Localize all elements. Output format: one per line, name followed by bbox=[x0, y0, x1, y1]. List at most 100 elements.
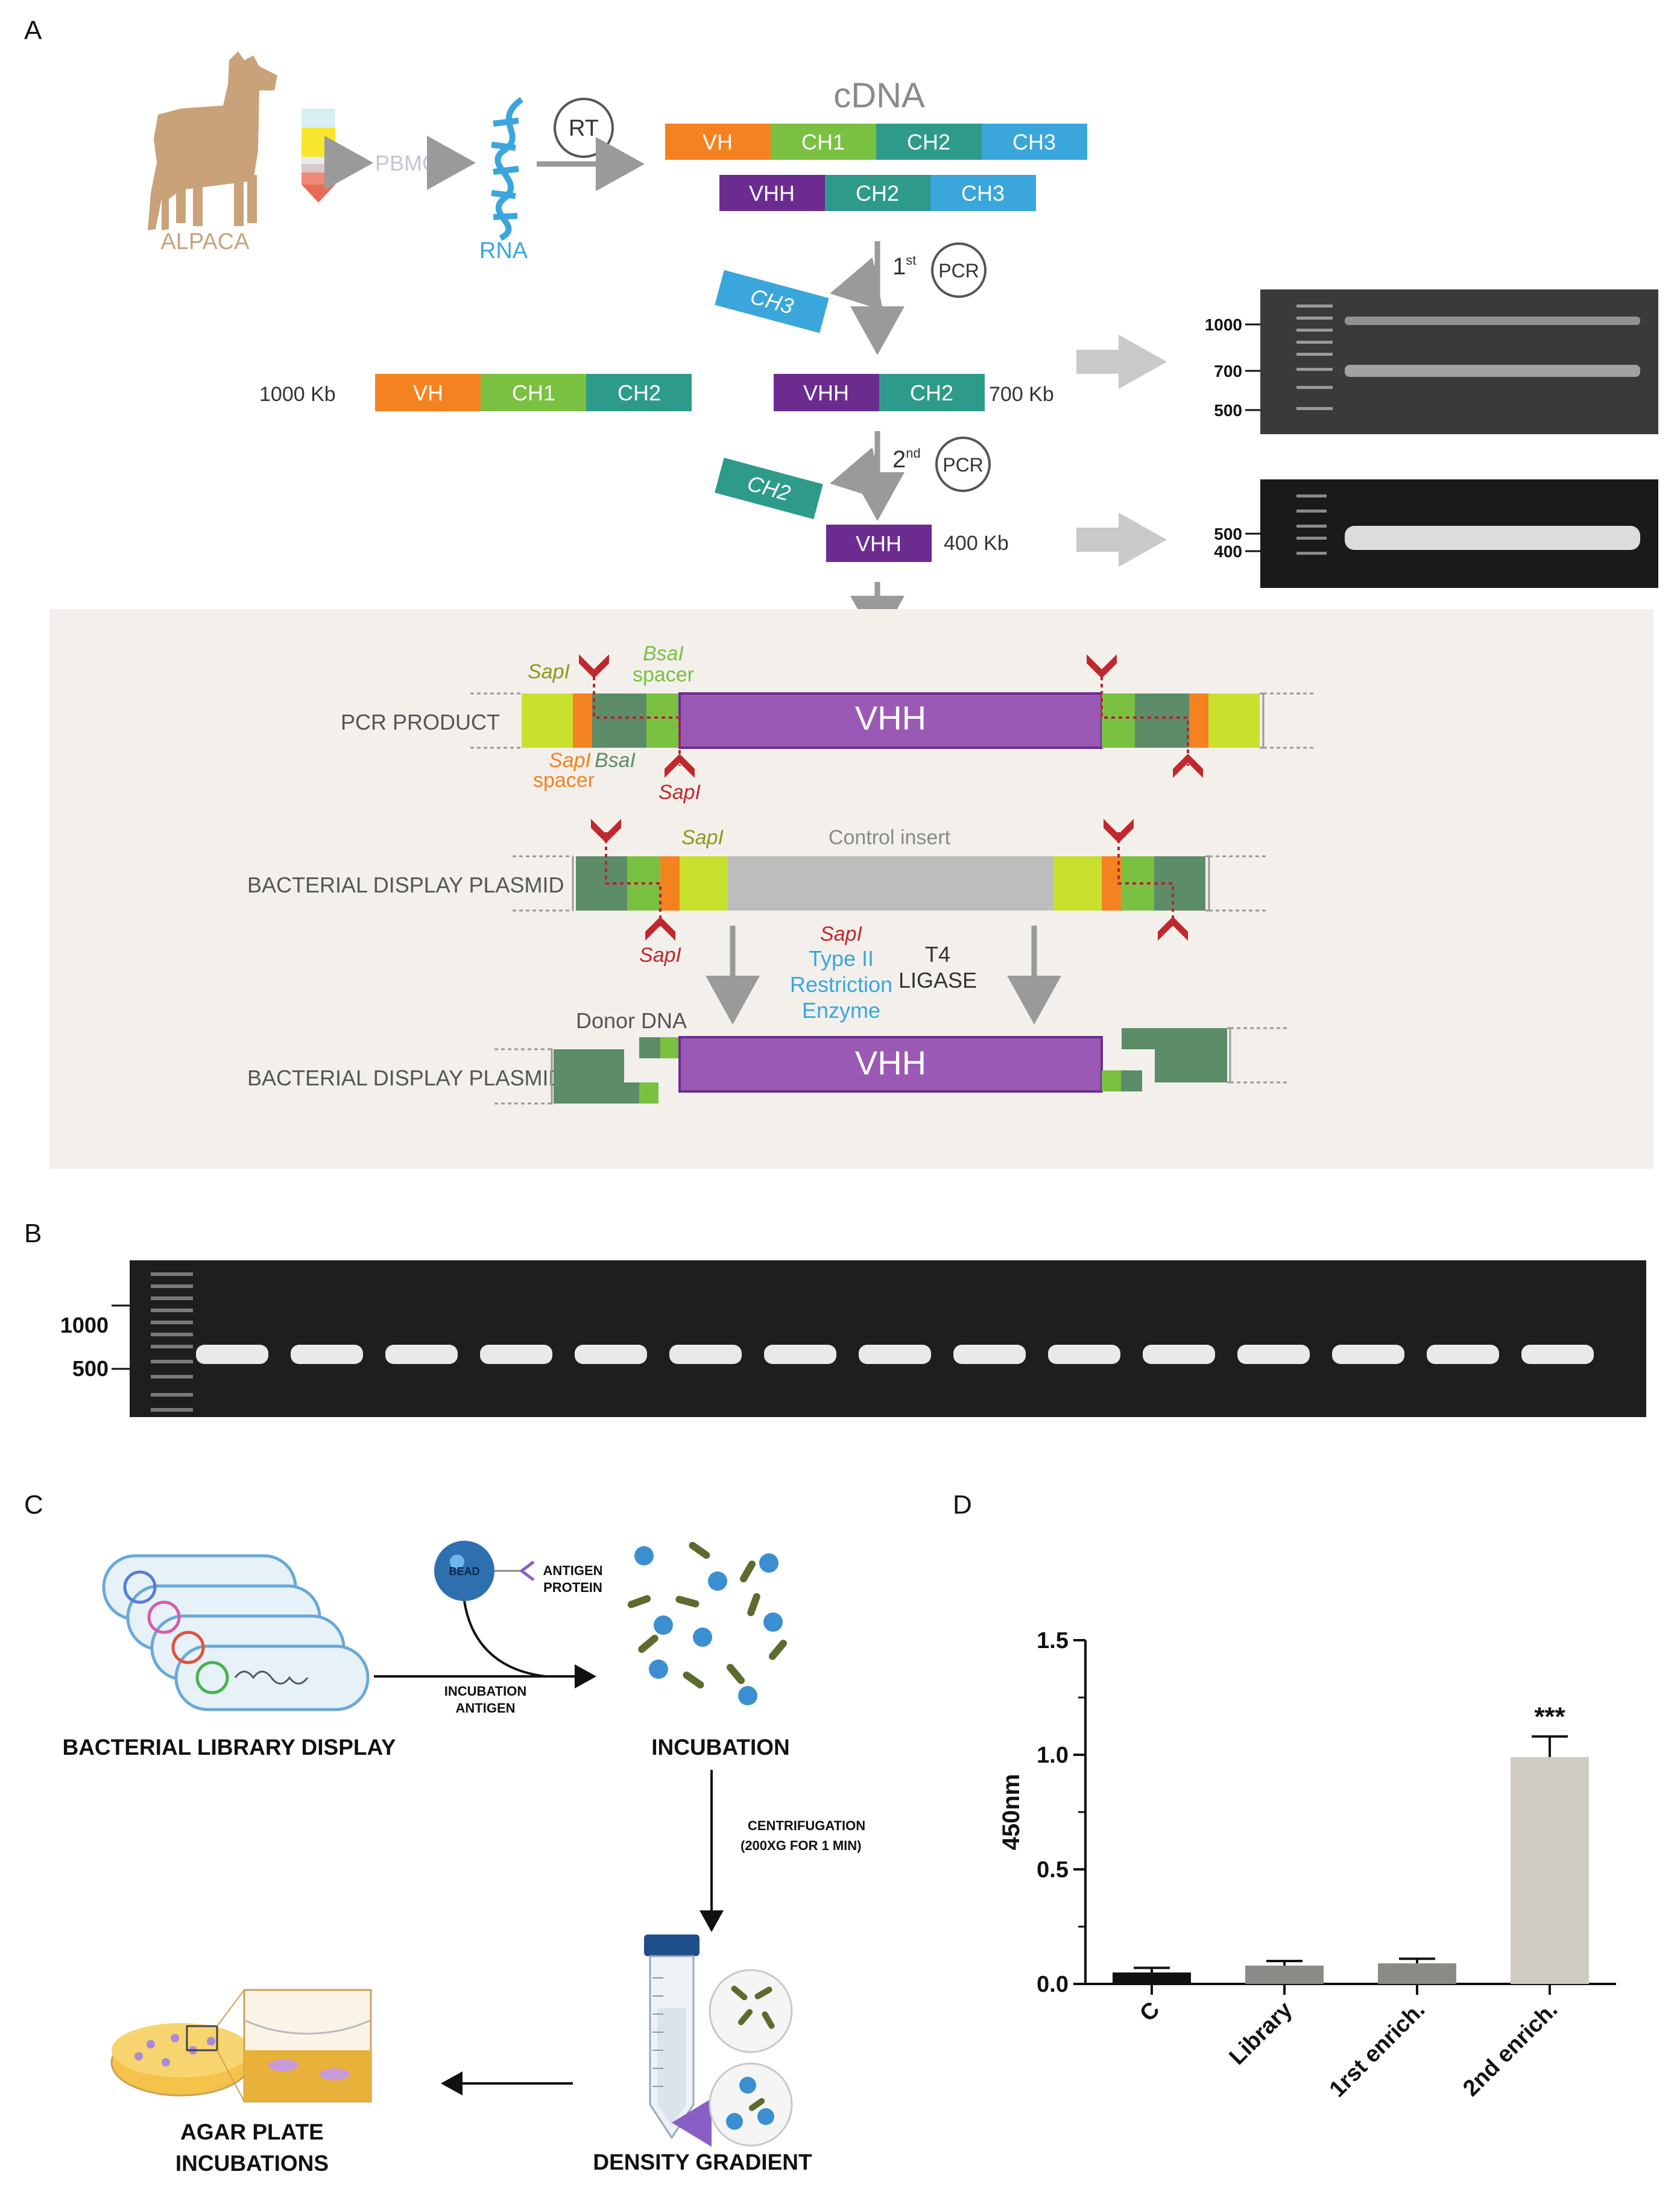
incubation-antigen-label-1: INCUBATION bbox=[444, 1684, 526, 1699]
gel-band bbox=[1237, 1345, 1310, 1364]
vhh-product-label: VHH bbox=[856, 531, 902, 556]
heavy-chain-bar: VH CH1 CH2 CH3 bbox=[665, 124, 1087, 160]
density-gradient-label: DENSITY GRADIENT bbox=[593, 2150, 812, 2174]
x-tick-label: C bbox=[1135, 1997, 1164, 2027]
donor-dna-label: Donor DNA bbox=[576, 1008, 687, 1033]
x-tick-label: 1rst enrich. bbox=[1325, 1997, 1430, 2103]
rt-label: RT bbox=[569, 116, 599, 141]
gel-band bbox=[859, 1345, 931, 1364]
cut-marker-icon bbox=[579, 654, 609, 678]
agar-label-1: AGAR PLATE bbox=[180, 2120, 324, 2144]
donor-vhh-label: VHH bbox=[855, 1044, 926, 1082]
centrifuge-tube-icon bbox=[644, 1934, 793, 2147]
y-tick-label: 1.5 bbox=[1037, 1628, 1069, 1653]
y-tick-label: 0.5 bbox=[1037, 1857, 1069, 1883]
incubation-label: INCUBATION bbox=[651, 1735, 790, 1760]
bar bbox=[1378, 1963, 1456, 1984]
gel-b bbox=[130, 1260, 1646, 1417]
ladder-band bbox=[151, 1309, 193, 1312]
gel-band bbox=[1143, 1345, 1215, 1364]
alpaca-icon bbox=[148, 51, 277, 230]
ladder-band bbox=[151, 1408, 193, 1412]
plasmid-construct bbox=[513, 832, 1266, 929]
pcr2-ordinal: 2nd bbox=[892, 446, 921, 473]
ladder-band bbox=[151, 1272, 193, 1276]
rna-label: RNA bbox=[479, 238, 528, 264]
gel-band bbox=[1521, 1345, 1594, 1364]
cut-marker-icon bbox=[591, 819, 621, 843]
ladder-band bbox=[151, 1284, 193, 1288]
plasmid-label-1: BACTERIAL DISPLAY PLASMID bbox=[247, 873, 564, 897]
plasmid-label-2: BACTERIAL DISPLAY PLASMID bbox=[247, 1066, 564, 1090]
y-tick-label: 0.0 bbox=[1037, 1972, 1069, 1997]
hc-ch1: CH1 bbox=[801, 130, 845, 154]
size-1000-label: 1000 Kb bbox=[259, 383, 336, 406]
alpaca-label: ALPACA bbox=[160, 229, 250, 254]
gel2-ladder-500: 500 bbox=[1214, 525, 1242, 543]
panel-label-a: A bbox=[24, 16, 42, 45]
bsai-label-bottom: BsaI bbox=[595, 749, 636, 772]
antigen-label-1: ANTIGEN bbox=[543, 1563, 603, 1578]
ch3-cut-fragment: CH3 bbox=[715, 270, 829, 333]
x-tick-label: Library bbox=[1225, 1997, 1298, 2070]
x-tick-label: 2nd enrich. bbox=[1458, 1997, 1562, 2102]
pcr-vhh-label: VHH bbox=[855, 699, 926, 737]
ladder-band bbox=[151, 1345, 193, 1348]
cut-marker-icon bbox=[1087, 654, 1117, 678]
ladder-band bbox=[151, 1360, 193, 1363]
sapi-label-plasmid: SapI bbox=[681, 826, 724, 849]
gel-band bbox=[1427, 1345, 1499, 1364]
ladder-band bbox=[151, 1321, 193, 1324]
cdna-label: cDNA bbox=[833, 76, 925, 115]
gel-band bbox=[385, 1345, 458, 1364]
pcr-product-label: PCR PRODUCT bbox=[341, 710, 500, 734]
hc-vh: VH bbox=[703, 130, 733, 154]
antigen-label-2: PROTEIN bbox=[543, 1580, 602, 1595]
sapi-label-bottom: SapI bbox=[549, 749, 591, 772]
cut-marker-icon bbox=[645, 917, 675, 941]
gel2-arrow-icon bbox=[1076, 513, 1167, 567]
svg-text:VHH: VHH bbox=[803, 381, 849, 405]
blood-tube-icon bbox=[302, 109, 335, 203]
cut-marker-icon bbox=[1158, 917, 1188, 941]
svg-text:CH2: CH2 bbox=[910, 381, 953, 405]
centrifugation-label-2: (200XG FOR 1 MIN) bbox=[741, 1838, 861, 1853]
ladder-band bbox=[151, 1393, 193, 1397]
gel-band bbox=[291, 1345, 363, 1364]
gel-band bbox=[669, 1345, 742, 1364]
ligase-label: LIGASE bbox=[898, 968, 977, 993]
pcr2-label: PCR bbox=[943, 454, 984, 476]
gel1-ladder-1000: 1000 bbox=[1205, 315, 1242, 334]
sapi-label-red: SapI bbox=[658, 781, 701, 804]
ladder-band bbox=[151, 1375, 193, 1378]
gel-band bbox=[196, 1345, 268, 1364]
significance-label: *** bbox=[1534, 1702, 1565, 1732]
svg-text:CH2: CH2 bbox=[617, 381, 661, 405]
size-400-label: 400 Kb bbox=[944, 532, 1009, 555]
donor-construct bbox=[494, 1027, 1287, 1105]
bar bbox=[1245, 1965, 1324, 1984]
gel-band bbox=[953, 1345, 1026, 1364]
bar bbox=[1511, 1757, 1589, 1984]
gel2-ladder-400: 400 bbox=[1214, 542, 1242, 561]
enzyme-line1: Type II bbox=[809, 946, 874, 971]
pcr1-circle bbox=[931, 242, 987, 298]
gel-2 bbox=[1260, 479, 1658, 588]
svg-text:VH: VH bbox=[413, 381, 443, 405]
pcr2-circle bbox=[935, 437, 991, 492]
ladder-band bbox=[151, 1333, 193, 1336]
agar-plate-icon bbox=[110, 1989, 372, 2103]
spacer-label-bottom: spacer bbox=[533, 769, 595, 792]
gel1-arrow-icon bbox=[1076, 335, 1167, 389]
gel-1 bbox=[1260, 289, 1658, 434]
ch2-cut-fragment: CH2 bbox=[715, 458, 823, 519]
svg-text:BEAD: BEAD bbox=[449, 1565, 479, 1577]
gel-band bbox=[764, 1345, 836, 1364]
enzyme-sapi-label: SapI bbox=[820, 923, 862, 946]
gel-b-ladder-500: 500 bbox=[72, 1356, 109, 1381]
panel-label-b: B bbox=[24, 1219, 42, 1248]
agar-label-2: INCUBATIONS bbox=[175, 2151, 329, 2176]
spacer-label-top: spacer bbox=[633, 663, 694, 686]
